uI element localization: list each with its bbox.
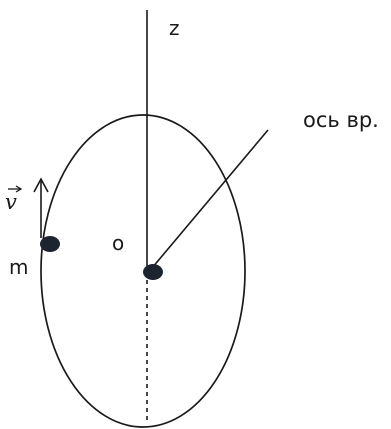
center-point bbox=[143, 264, 163, 280]
rotation-axis-line bbox=[151, 129, 269, 269]
velocity-vector-symbol-icon bbox=[8, 185, 23, 193]
rotation-axis-label: ось вр. bbox=[303, 108, 379, 132]
mass-point bbox=[40, 236, 60, 252]
velocity-vector-head bbox=[33, 177, 49, 193]
center-label: o bbox=[112, 231, 125, 255]
velocity-label: v bbox=[5, 190, 17, 214]
z-axis-label: z bbox=[169, 16, 180, 40]
trajectory-ellipse bbox=[40, 114, 246, 428]
mass-label: m bbox=[9, 255, 29, 279]
